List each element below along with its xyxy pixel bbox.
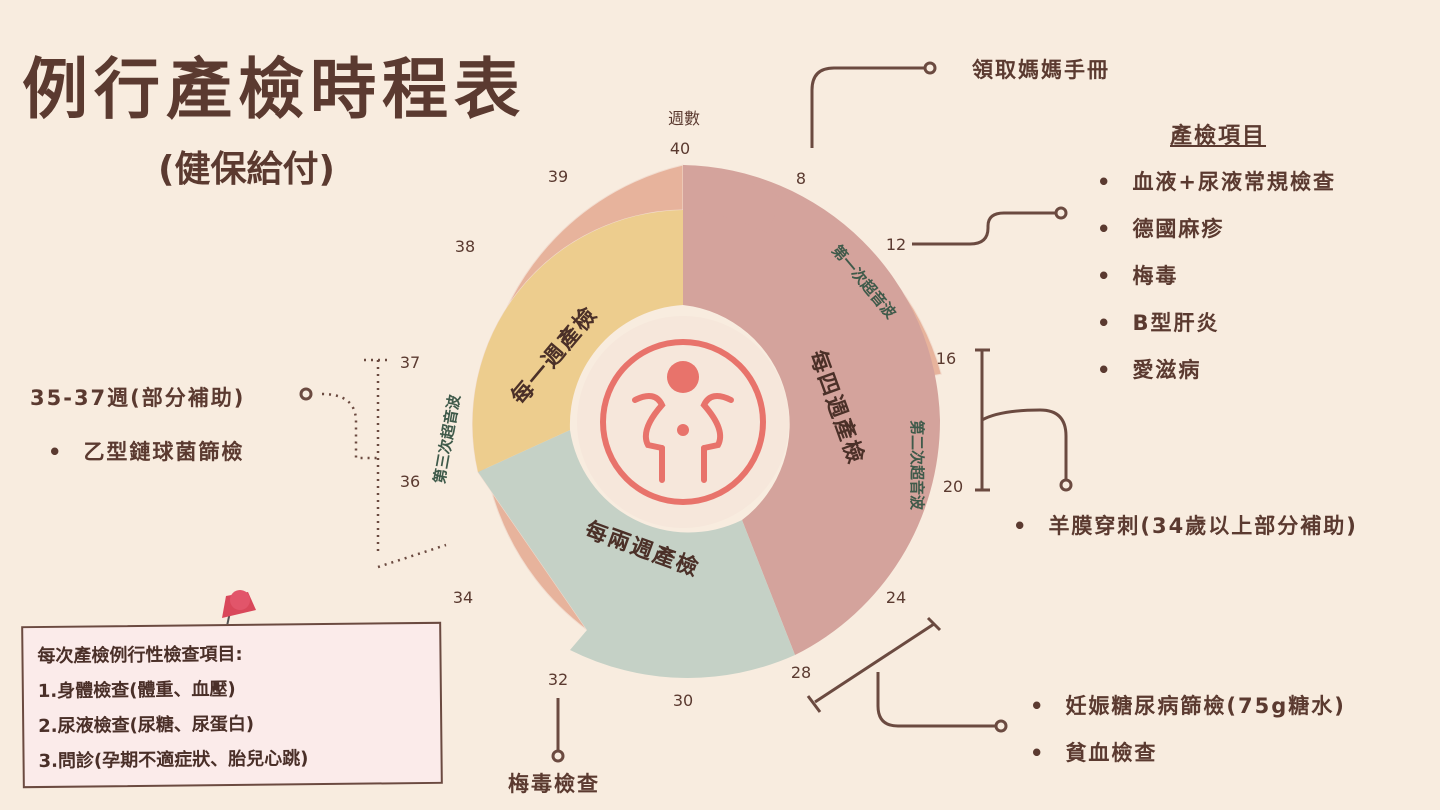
note-line: 2.尿液檢查(尿糖、尿蛋白): [38, 713, 255, 738]
list-item: 貧血檢查: [1030, 737, 1346, 767]
week-label-34: 34: [453, 588, 473, 607]
list-item: 德國麻疹: [1097, 213, 1336, 243]
connector-diabetes: [876, 672, 996, 728]
list-item: 妊娠糖尿病篩檢(75g糖水): [1030, 690, 1346, 720]
diabetes-list: 妊娠糖尿病篩檢(75g糖水) 貧血檢查: [1030, 690, 1346, 784]
connector-mama-handbook: [810, 66, 925, 148]
segment-every-two-weeks: [478, 430, 795, 678]
segment-every-four-weeks-inner: [683, 165, 782, 233]
page-subtitle: (健保給付): [158, 149, 335, 190]
segment-every-week: [472, 210, 683, 472]
list-item: 乙型鏈球菌篩檢: [48, 436, 244, 466]
connector-items: [912, 211, 1056, 246]
annotation-mama-handbook: 領取媽媽手冊: [972, 58, 1110, 82]
week-label-30: 30: [673, 691, 693, 710]
list-item: 愛滋病: [1097, 354, 1336, 384]
label-second-ultrasound: 第二次超音波: [908, 420, 926, 511]
gbs-list: 乙型鏈球菌篩檢: [48, 436, 244, 483]
week-label-20: 20: [943, 477, 963, 496]
week-label-32: 32: [548, 670, 568, 689]
week-label-37: 37: [400, 353, 420, 372]
connector-amnio: [981, 408, 1068, 481]
list-item: 梅毒: [1097, 260, 1336, 290]
routine-checks-note: 每次產檢例行性檢查項目: 1.身體檢查(體重、血壓) 2.尿液檢查(尿糖、尿蛋白…: [21, 621, 443, 789]
connector-lines: [551, 61, 1073, 763]
week-label-8: 8: [796, 169, 806, 188]
pregnancy-logo-icon: [600, 339, 766, 505]
note-line: 1.身體檢查(體重、血壓): [37, 678, 236, 703]
exam-items-title: 產檢項目: [1170, 124, 1267, 149]
week-label-39: 39: [548, 167, 568, 186]
week-label-40: 40: [670, 139, 690, 158]
list-item: 羊膜穿刺(34歲以上部分補助): [1013, 510, 1358, 540]
connector-diabetes-bracket: [806, 616, 942, 713]
annotation-gbs-title: 35-37週(部分補助): [30, 386, 246, 410]
wheel-center: [577, 316, 789, 528]
week-label-24: 24: [886, 588, 906, 607]
page-title: 例行產檢時程表: [22, 51, 526, 128]
list-item: 血液+尿液常規檢查: [1097, 166, 1336, 196]
week-label-38: 38: [455, 237, 475, 256]
week-label-12: 12: [886, 235, 906, 254]
note-title: 每次產檢例行性檢查項目:: [37, 643, 243, 668]
label-third-ultrasound: 第三次超音波: [430, 392, 464, 485]
exam-items-list: 血液+尿液常規檢查 德國麻疹 梅毒 B型肝炎 愛滋病: [1097, 166, 1336, 401]
week-label-28: 28: [791, 663, 811, 682]
segment-every-four-weeks: [683, 165, 941, 655]
list-item: B型肝炎: [1097, 307, 1336, 337]
week-label-36: 36: [400, 472, 420, 491]
gbs-dotted-lines: [321, 358, 447, 569]
week-label-header: 週數: [668, 109, 700, 128]
week-label-16: 16: [936, 349, 956, 368]
amnio-list: 羊膜穿刺(34歲以上部分補助): [1013, 510, 1358, 557]
annotation-syphilis: 梅毒檢查: [508, 772, 600, 796]
note-line: 3.問診(孕期不適症狀、胎兒心跳): [38, 748, 309, 773]
